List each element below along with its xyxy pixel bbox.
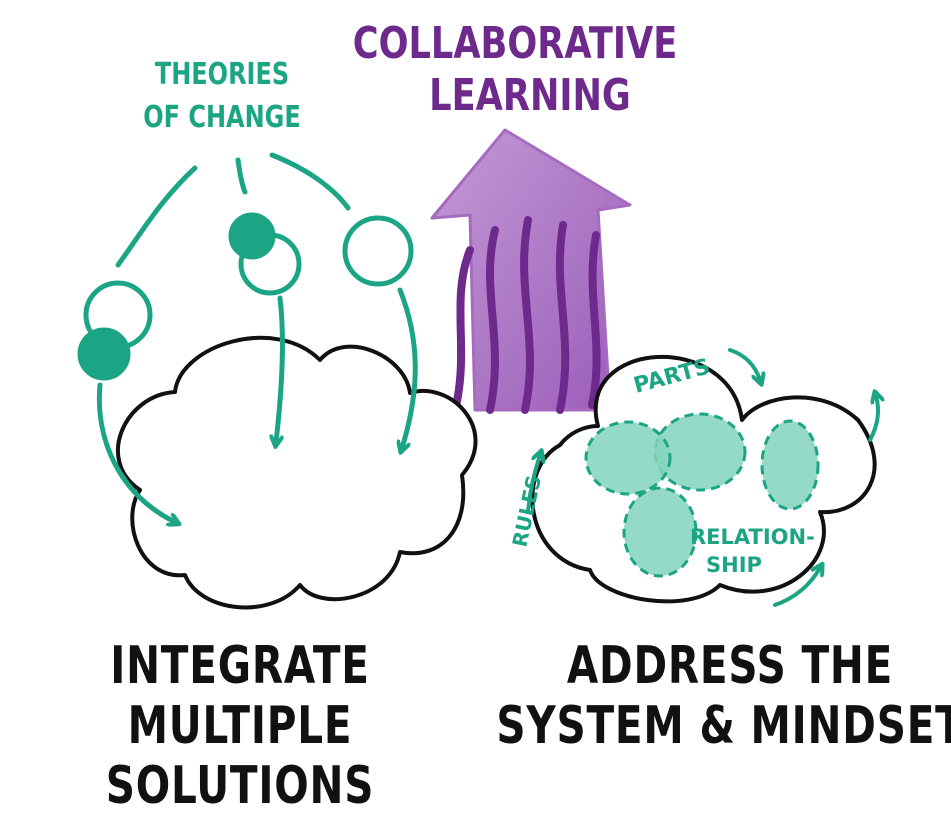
caption-left: INTEGRATE MULTIPLE SOLUTIONS (22, 636, 459, 816)
caption-left-line-2: MULTIPLE SOLUTIONS (105, 696, 375, 816)
solutions-cloud (115, 335, 478, 610)
caption-right-line-1: ADDRESS THE (566, 636, 894, 696)
title-line-1: COLLABORATIVE (353, 18, 678, 69)
theory-connector-lines (115, 152, 351, 268)
outer-region (760, 419, 820, 511)
header-title: COLLABORATIVE LEARNING (353, 18, 678, 121)
sketch-canvas: COLLABORATIVE LEARNING THEORIES OF CHANG… (77, 18, 951, 610)
system-overlap-regions (584, 412, 820, 578)
theories-label-line-2: OF CHANGE (143, 100, 301, 134)
theory-circles (77, 212, 414, 381)
rules-region (584, 420, 672, 496)
caption-right: ADDRESS THE SYSTEM & MINDSET (496, 636, 951, 756)
theories-label: THEORIES OF CHANGE (143, 57, 301, 134)
caption-left-line-1: INTEGRATE (110, 636, 370, 696)
parts-region (653, 412, 747, 492)
title-line-2: LEARNING (429, 70, 631, 121)
system-flow-arrows (526, 348, 878, 607)
upward-arrow-icon (430, 128, 632, 414)
theory-circle-filled (77, 327, 131, 381)
caption-right-line-2: SYSTEM & MINDSET (496, 696, 951, 756)
relationship-region (622, 486, 698, 578)
relationship-label-line-1: RELATION- (690, 525, 815, 549)
theories-label-line-1: THEORIES (155, 57, 289, 91)
theory-circle-outline (342, 215, 414, 287)
relationship-label-line-2: SHIP (706, 553, 762, 577)
theory-circle-filled (228, 212, 276, 260)
theory-arrows (96, 287, 418, 522)
